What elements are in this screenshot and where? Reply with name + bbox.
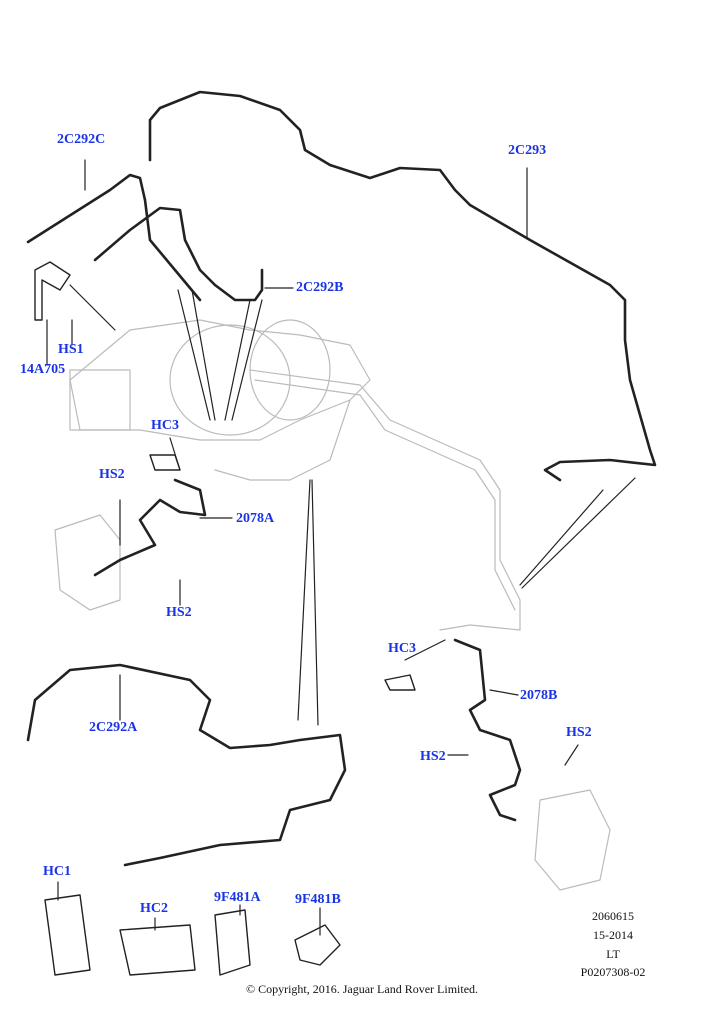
label-2c293: 2C293 xyxy=(508,143,547,158)
pipe-2c293 xyxy=(148,90,657,482)
copyright: © Copyright, 2016. Jaguar Land Rover Lim… xyxy=(245,982,479,996)
label-hs2-left-bottom: HS2 xyxy=(166,605,192,620)
label-hc2: HC2 xyxy=(140,901,168,916)
bracket-14a705 xyxy=(34,261,71,321)
pipe-2c292a xyxy=(26,663,347,867)
label-hs2-left-top: HS2 xyxy=(99,467,125,482)
meta-line2: 15-2014 xyxy=(593,928,633,942)
label-2078b: 2078B xyxy=(520,688,558,703)
label-9f481b: 9F481B xyxy=(295,892,341,907)
brake-pipes xyxy=(26,90,657,867)
label-hs2-right: HS2 xyxy=(566,725,592,740)
meta-line1: 2060615 xyxy=(592,909,634,923)
label-hs1: HS1 xyxy=(58,342,84,357)
hose-2078a xyxy=(93,478,207,577)
label-hs2-right-mid: HS2 xyxy=(420,749,446,764)
label-2c292b: 2C292B xyxy=(296,280,344,295)
label-hc3-right: HC3 xyxy=(388,641,416,656)
label-2c292c: 2C292C xyxy=(57,132,106,147)
label-2c292a: 2C292A xyxy=(89,720,138,735)
meta-line3: LT xyxy=(606,947,620,961)
label-hc3-left: HC3 xyxy=(151,418,179,433)
hose-2078b xyxy=(453,638,522,822)
meta-line4: P0207308-02 xyxy=(580,965,646,979)
ghost-components xyxy=(54,319,611,891)
label-hc1: HC1 xyxy=(43,864,71,879)
pipe-2c292c xyxy=(26,173,202,302)
label-2078a: 2078A xyxy=(236,511,275,526)
label-14a705: 14A705 xyxy=(20,362,66,377)
label-9f481a: 9F481A xyxy=(214,890,261,905)
